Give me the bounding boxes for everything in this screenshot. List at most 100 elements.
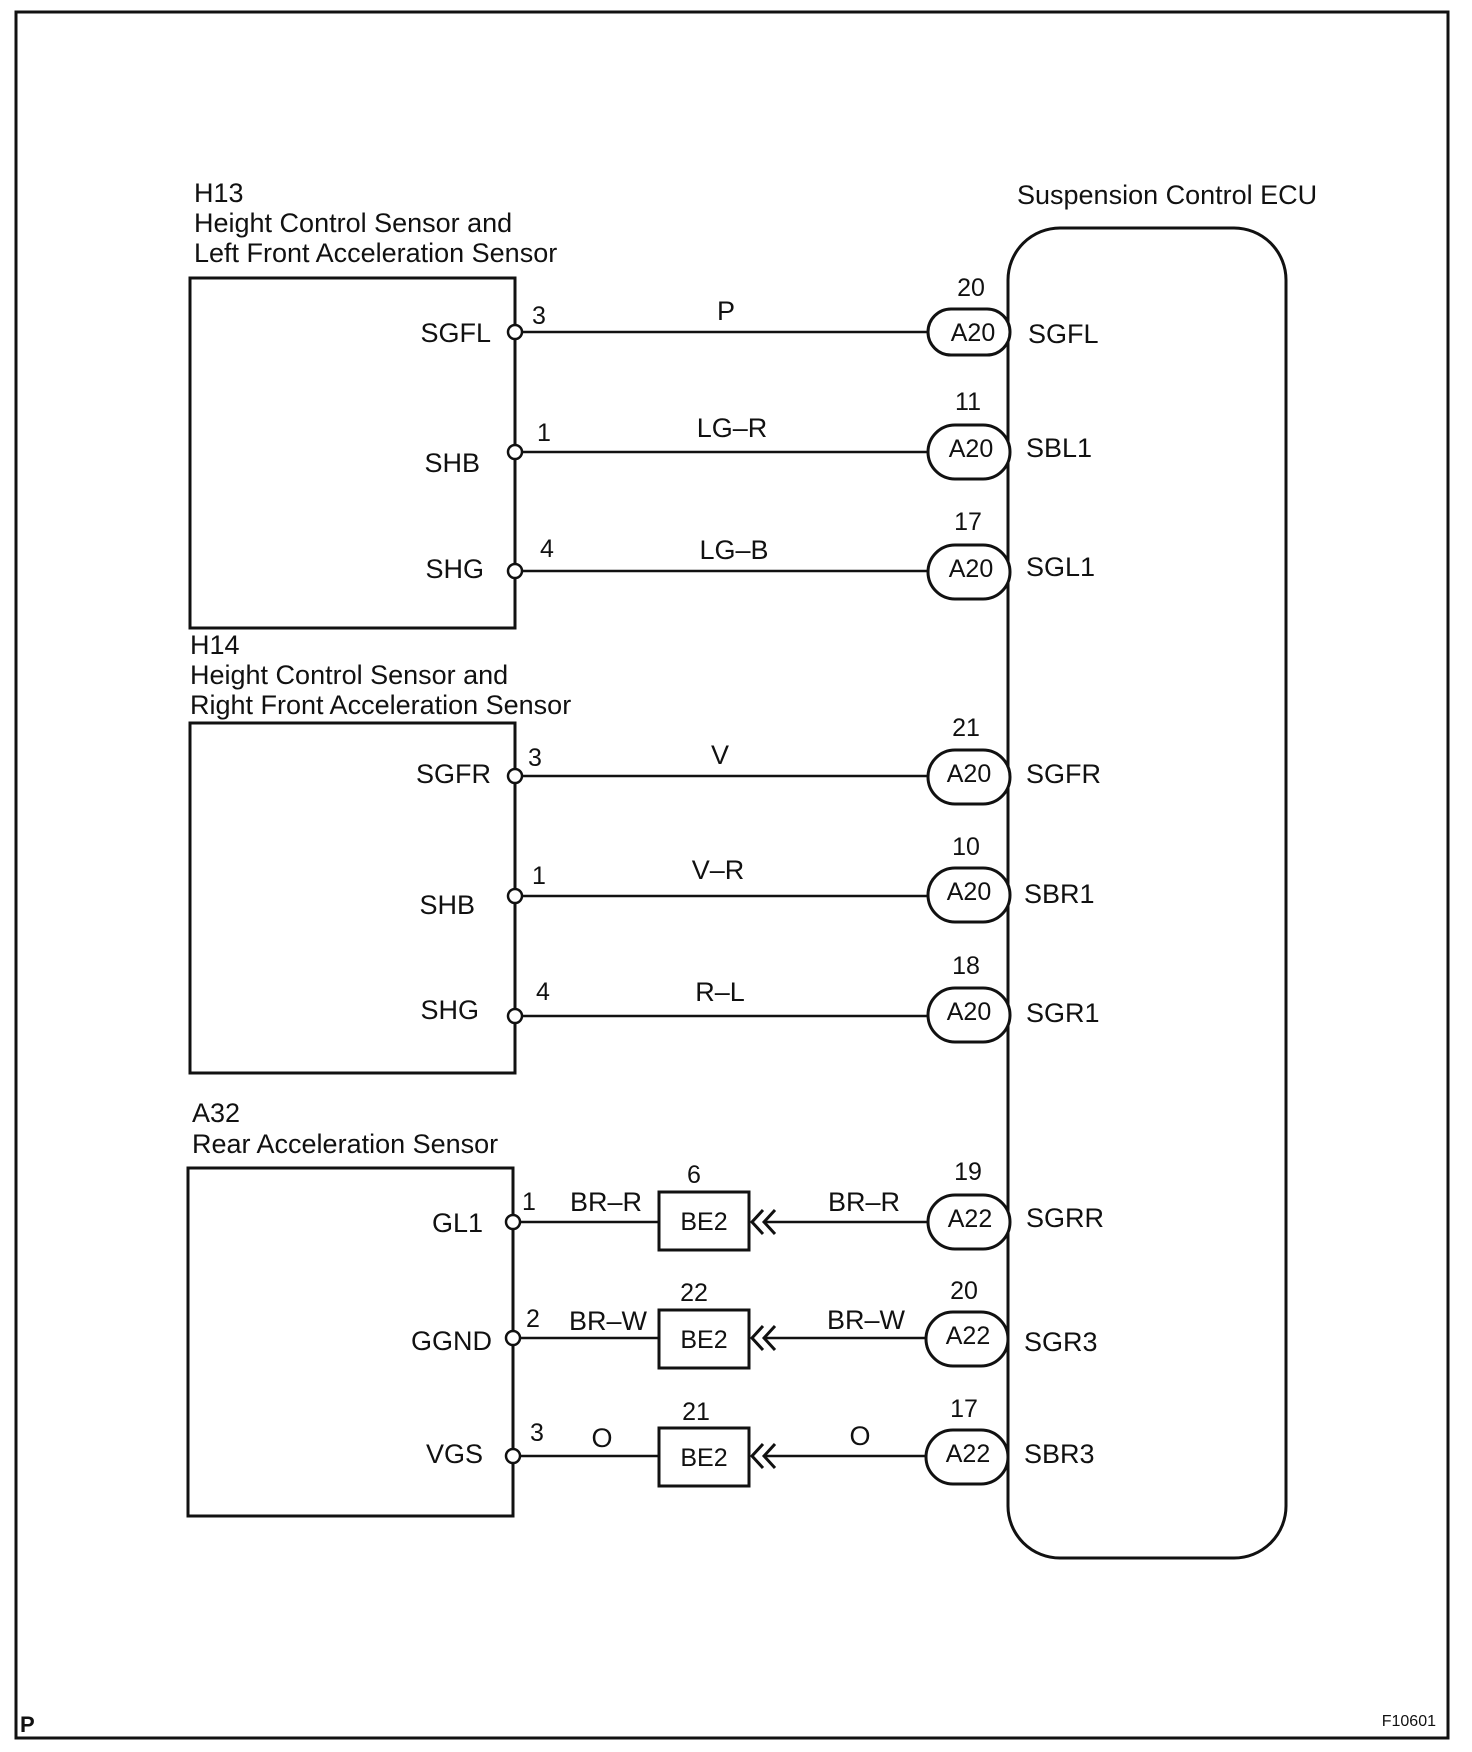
a32-wire-vgs: VGS 3 O 21 BE2 O 17 A22 SBR3 [426, 1395, 1095, 1488]
junction-pin-number: 6 [687, 1161, 701, 1189]
wire-color: R–L [695, 977, 745, 1007]
ecu-connector-oval [926, 986, 1012, 1044]
terminal-dot [504, 1329, 522, 1347]
footer-left-mark: P [20, 1712, 35, 1737]
ecu-connector-code: A20 [951, 319, 995, 347]
ecu-pin-number: 18 [952, 952, 980, 980]
terminal-dot [506, 562, 524, 580]
wire-color: LG–B [699, 535, 768, 565]
h14-code: H14 [190, 630, 240, 660]
ecu-connector-oval [926, 1193, 1012, 1251]
connector-chevron-icon [749, 1442, 777, 1470]
ecu-connector-code: A20 [947, 760, 991, 788]
sensor-pin-name: GGND [411, 1326, 492, 1356]
ecu-pin-name: SGFR [1026, 759, 1101, 789]
terminal-dot [506, 887, 524, 905]
ecu-pin-number: 20 [957, 274, 985, 302]
sensor-pin-name: VGS [426, 1439, 483, 1469]
h13-code: H13 [194, 178, 244, 208]
sensor-pin-name: GL1 [432, 1208, 483, 1238]
h14-wire-shg: SHG 4 R–L 18 A20 SGR1 [420, 952, 1100, 1044]
junction-pin-number: 22 [680, 1279, 708, 1307]
wire-color-right: O [849, 1421, 870, 1451]
h13-name-line2: Left Front Acceleration Sensor [194, 238, 557, 268]
h13-wire-shb: SHB 1 LG–R 11 A20 SBL1 [424, 388, 1092, 481]
wire-color: P [717, 296, 735, 326]
h13-wire-sgfl: SGFL 3 P 20 A20 SGFL [420, 274, 1099, 357]
ecu-pin-number: 11 [955, 388, 981, 416]
ecu-pin-name: SGR3 [1024, 1327, 1098, 1357]
sensor-pin-number: 2 [526, 1305, 540, 1333]
sensor-pin-name: SHB [424, 448, 480, 478]
wire-color: V [711, 740, 729, 770]
a32-wire-ggnd: GGND 2 BR–W 22 BE2 BR–W 20 A22 SGR3 [411, 1277, 1098, 1370]
ecu-connector-oval [926, 307, 1012, 357]
sensor-pin-number: 3 [530, 1419, 544, 1447]
sensor-pin-number: 4 [536, 978, 550, 1006]
sensor-pin-name: SGFL [420, 318, 491, 348]
wire-color: V–R [692, 855, 745, 885]
sensor-pin-number: 3 [532, 302, 546, 330]
terminal-dot [506, 443, 524, 461]
ecu-connector-oval [926, 748, 1012, 806]
terminal-dot [504, 1447, 522, 1465]
junction-code: BE2 [680, 1208, 727, 1236]
terminal-dot [506, 767, 524, 785]
wire-color-left: BR–W [569, 1306, 648, 1336]
ecu-pin-name: SGR1 [1026, 998, 1100, 1028]
terminal-dot [504, 1213, 522, 1231]
ecu-connector-code: A22 [948, 1205, 992, 1233]
ecu-pin-number: 20 [950, 1277, 978, 1305]
ecu-connector-code: A20 [949, 555, 993, 583]
h14-name-line1: Height Control Sensor and [190, 660, 508, 690]
sensor-pin-name: SHB [419, 890, 475, 920]
wire-color-right: BR–W [827, 1305, 906, 1335]
ecu-connector-code: A20 [947, 998, 991, 1026]
junction-box [657, 1426, 751, 1488]
a32-name-line1: Rear Acceleration Sensor [192, 1129, 498, 1159]
sensor-pin-number: 4 [540, 535, 554, 563]
ecu-title: Suspension Control ECU [1017, 180, 1317, 210]
terminal-dot [506, 1007, 524, 1025]
figure-code: F10601 [1382, 1713, 1436, 1730]
a32-wire-gl1: GL1 1 BR–R 6 BE2 BR–R 19 A22 SGRR [432, 1158, 1104, 1252]
ecu-connector-code: A20 [949, 435, 993, 463]
wire-color: LG–R [697, 413, 768, 443]
sensor-pin-number: 1 [537, 419, 551, 447]
sensor-pin-name: SHG [425, 554, 484, 584]
ecu-connector-oval [926, 543, 1012, 601]
junction-box [657, 1190, 751, 1252]
ecu-pin-name: SBR1 [1024, 879, 1095, 909]
ecu-pin-name: SBL1 [1026, 433, 1092, 463]
ecu-pin-number: 10 [952, 833, 980, 861]
ecu-connector-oval [924, 1310, 1010, 1368]
sensor-pin-name: SHG [420, 995, 479, 1025]
wire-color-left: O [591, 1423, 612, 1453]
junction-box [657, 1308, 751, 1370]
ecu-pin-name: SBR3 [1024, 1439, 1095, 1469]
ecu-pin-number: 19 [954, 1158, 982, 1186]
ecu-pin-name: SGL1 [1026, 552, 1095, 582]
connector-chevron-icon [749, 1324, 777, 1352]
junction-code: BE2 [680, 1326, 727, 1354]
page-frame [14, 10, 1450, 1740]
h14-name-line2: Right Front Acceleration Sensor [190, 690, 571, 720]
ecu-connector-oval [926, 866, 1012, 924]
wire-color-left: BR–R [570, 1187, 642, 1217]
junction-pin-number: 21 [682, 1398, 710, 1426]
h13-wire-shg: SHG 4 LG–B 17 A20 SGL1 [425, 508, 1095, 601]
ecu-pin-number: 17 [954, 508, 982, 536]
h14-wire-shb: SHB 1 V–R 10 A20 SBR1 [419, 833, 1095, 924]
h14-wire-sgfr: SGFR 3 V 21 A20 SGFR [416, 714, 1101, 806]
ecu-connector-code: A22 [946, 1322, 990, 1350]
ecu-pin-name: SGRR [1026, 1203, 1104, 1233]
ecu-pin-number: 17 [950, 1395, 978, 1423]
ecu-pin-number: 21 [952, 714, 980, 742]
sensor-pin-number: 1 [522, 1188, 536, 1216]
sensor-pin-number: 3 [528, 744, 542, 772]
junction-code: BE2 [680, 1444, 727, 1472]
ecu-connector-code: A20 [947, 878, 991, 906]
ecu-connector-oval [926, 423, 1012, 481]
h13-name-line1: Height Control Sensor and [194, 208, 512, 238]
